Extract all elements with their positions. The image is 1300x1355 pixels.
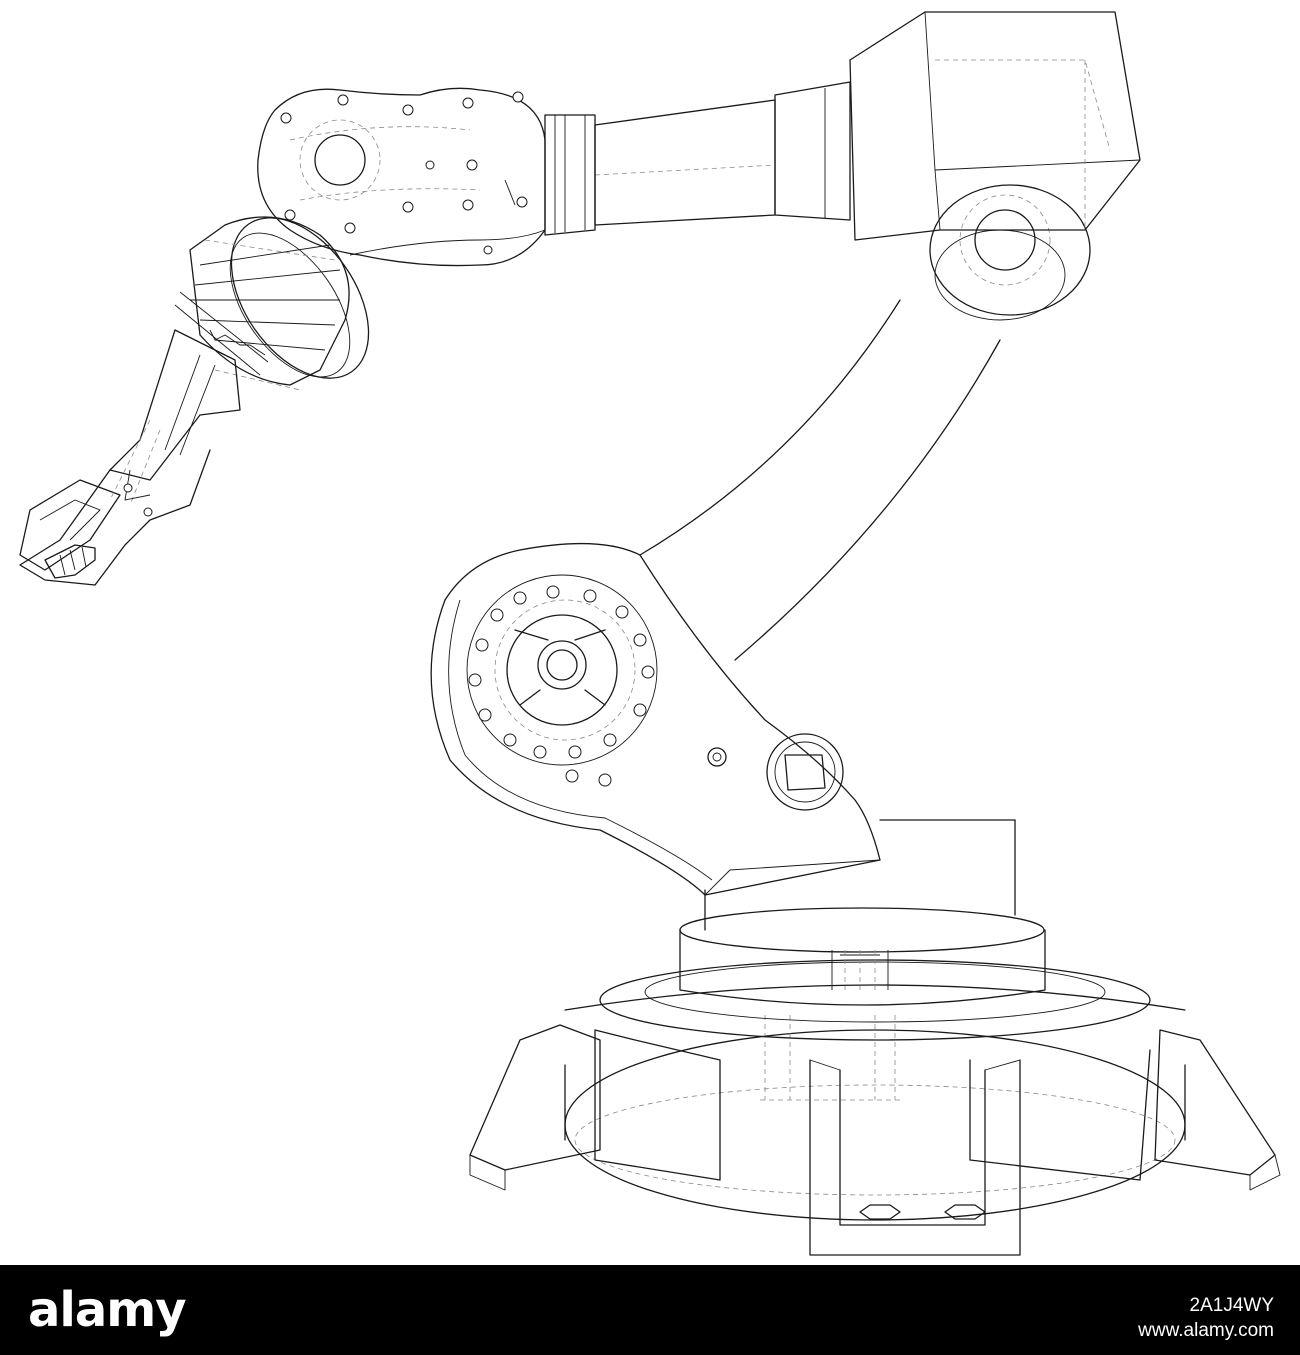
footer-bar: alamy 2A1J4WY www.alamy.com [0, 1265, 1300, 1355]
robot-rotary-joint [174, 216, 370, 391]
robot-gripper [19, 329, 241, 586]
robot-elbow [594, 11, 1141, 321]
image-id: 2A1J4WY [1189, 1295, 1274, 1316]
robot-arm-illustration [19, 11, 1281, 1256]
website-address[interactable]: www.alamy.com [1138, 1320, 1274, 1341]
robot-wrist-housing [257, 87, 596, 267]
shoulder-bolt-ring [468, 585, 655, 787]
robot-lower-arm [430, 299, 1001, 896]
wrist-bolts [280, 91, 528, 255]
robot-base [469, 959, 1281, 1256]
robot-turret [679, 819, 1046, 1006]
brand-logo[interactable]: alamy [28, 1282, 187, 1338]
